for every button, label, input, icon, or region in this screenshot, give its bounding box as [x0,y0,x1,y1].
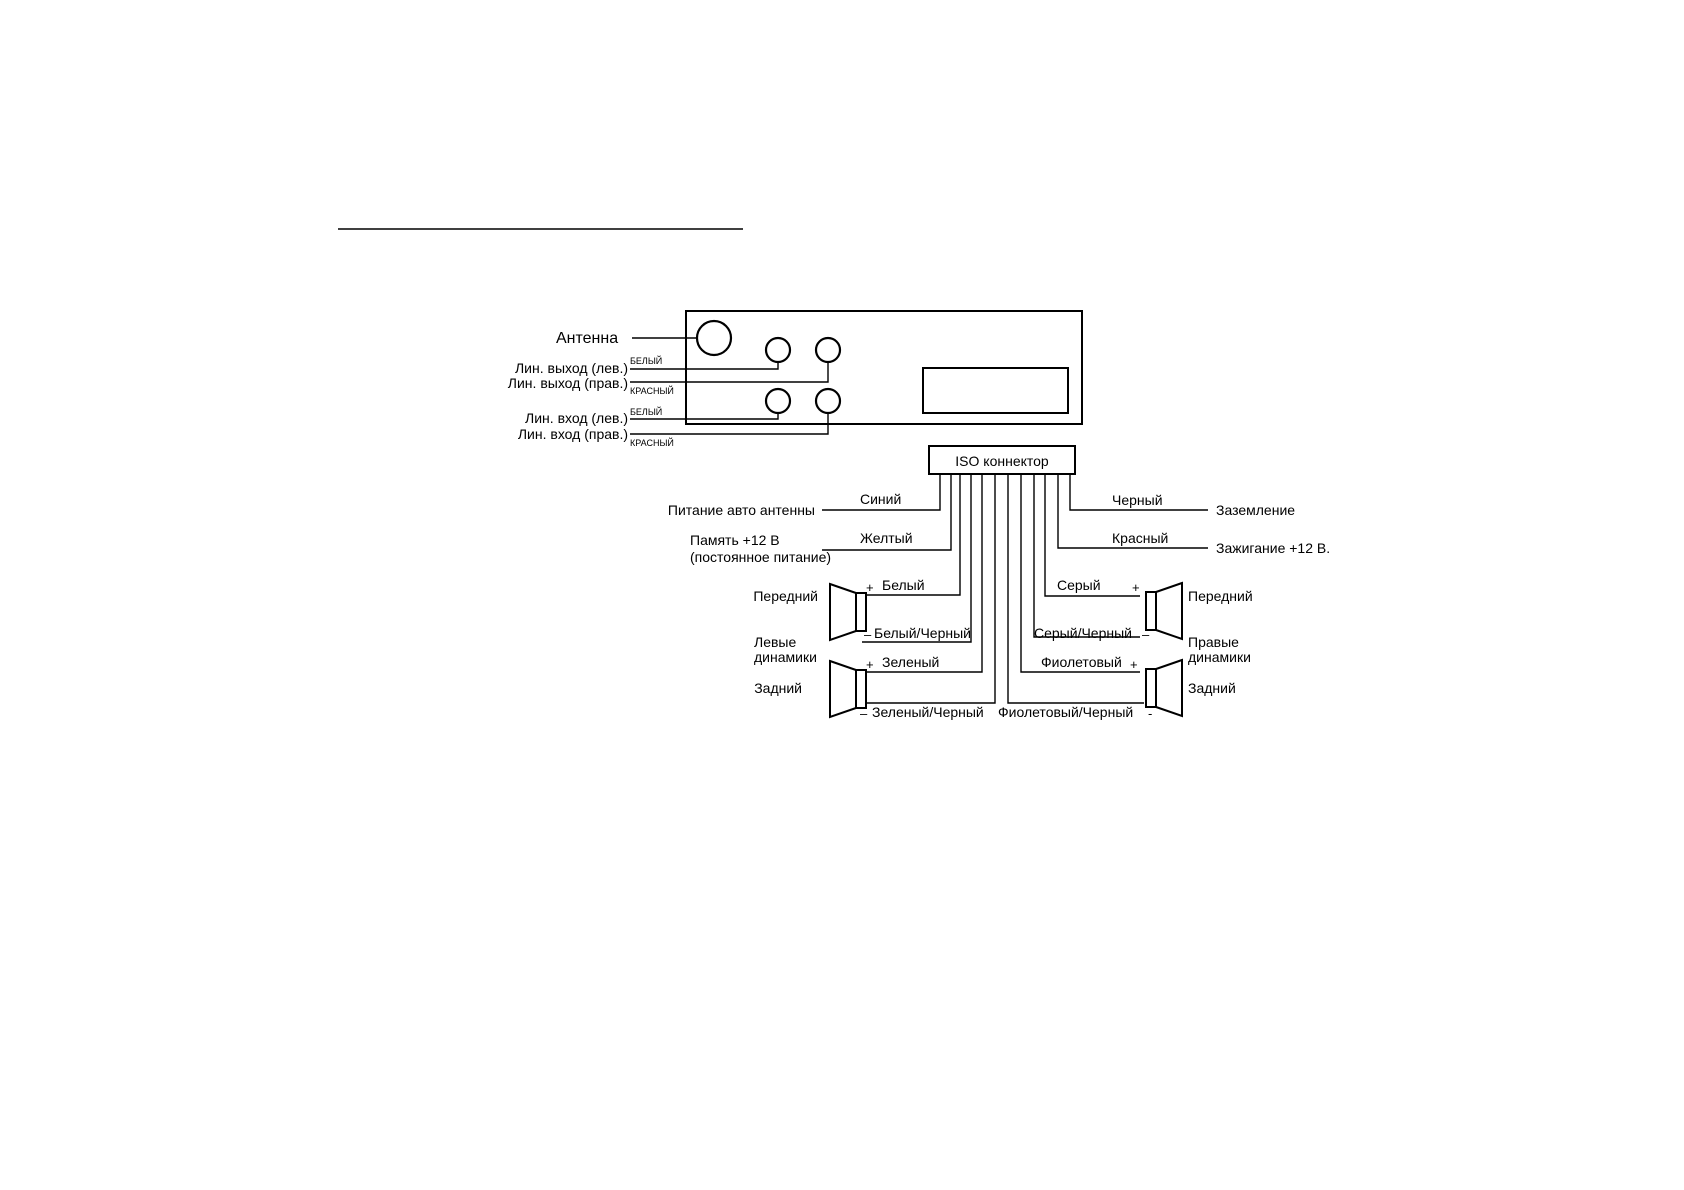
wire-blue [822,474,941,511]
right-front-minus-color: Серый/Черный [1034,625,1132,641]
wire-violet [1020,474,1140,673]
iso-connector [928,445,1076,475]
left-front-label: Передний [753,588,818,604]
right-front-speaker [1145,581,1183,641]
line-out-left-label: Лин. выход (лев.) [515,360,628,376]
line-out-right-color: КРАСНЫЙ [630,385,674,396]
line-out-left-lead [630,362,779,370]
left-rear-plus-color: Зеленый [882,654,939,670]
left-group-label-2: динамики [754,649,817,665]
wire-yellow [822,474,952,551]
left-front-minus-sign: – [864,627,872,642]
line-in-right-color: КРАСНЫЙ [630,437,674,448]
memory-color: Желтый [860,530,913,546]
wire-gray-black [1033,474,1140,638]
ignition-label: Зажигание +12 В. [1216,540,1330,556]
memory-label-line-2: (постоянное питание) [690,549,831,565]
line-in-right-lead [630,413,829,435]
left-rear-speaker [829,659,867,719]
line-in-left-label: Лин. вход (лев.) [525,410,628,426]
ground-color: Черный [1112,492,1163,508]
line-out-left-jack [764,336,792,364]
head-unit-display [922,367,1069,414]
right-group-label-1: Правые [1188,634,1239,650]
left-rear-plus-sign: + [866,657,874,672]
line-in-left-jack [764,387,792,415]
right-front-plus-sign: + [1132,580,1140,595]
wire-green [866,474,983,673]
right-rear-plus-color: Фиолетовый [1041,654,1122,670]
antenna-power-label: Питание авто антенны [668,502,815,518]
right-rear-label: Задний [1188,680,1236,696]
wire-white [866,474,961,596]
antenna-jack [695,319,733,357]
antenna-power-color: Синий [860,491,901,507]
line-out-right-lead [630,362,829,383]
left-front-minus-color: Белый/Черный [874,625,971,641]
wire-black [1069,474,1208,511]
line-in-right-jack [814,387,842,415]
right-group-label-2: динамики [1188,649,1251,665]
right-front-minus-sign: – [1142,627,1150,642]
line-out-right-label: Лин. выход (прав.) [508,375,628,391]
right-rear-plus-sign: + [1130,657,1138,672]
line-in-left-lead [630,413,779,420]
left-front-plus-color: Белый [882,577,925,593]
line-out-right-jack [814,336,842,364]
wire-green-black [866,474,996,704]
left-rear-minus-color: Зеленый/Черный [872,704,984,720]
wire-white-black [862,474,972,643]
antenna-label: Антенна [556,330,618,347]
ground-label: Заземление [1216,502,1295,518]
right-front-label: Передний [1188,588,1253,604]
right-rear-speaker [1145,658,1183,718]
ignition-color: Красный [1112,530,1168,546]
left-front-speaker [829,582,867,642]
wire-gray [1044,474,1140,597]
line-in-right-label: Лин. вход (прав.) [518,426,628,442]
right-front-plus-color: Серый [1057,577,1101,593]
wire-violet-black [1007,474,1144,704]
iso-connector-label: ISO коннектор [955,453,1049,469]
left-rear-label: Задний [754,680,802,696]
line-out-left-color: БЕЛЫЙ [630,355,662,366]
left-rear-minus-sign: – [860,706,868,721]
right-rear-minus-sign: - [1148,706,1152,721]
line-in-left-color: БЕЛЫЙ [630,406,662,417]
memory-label-line-1: Память +12 В [690,532,780,548]
wire-red [1057,474,1208,549]
right-rear-minus-color: Фиолетовый/Черный [998,704,1133,720]
left-front-plus-sign: + [866,580,874,595]
left-group-label-1: Левые [754,634,796,650]
